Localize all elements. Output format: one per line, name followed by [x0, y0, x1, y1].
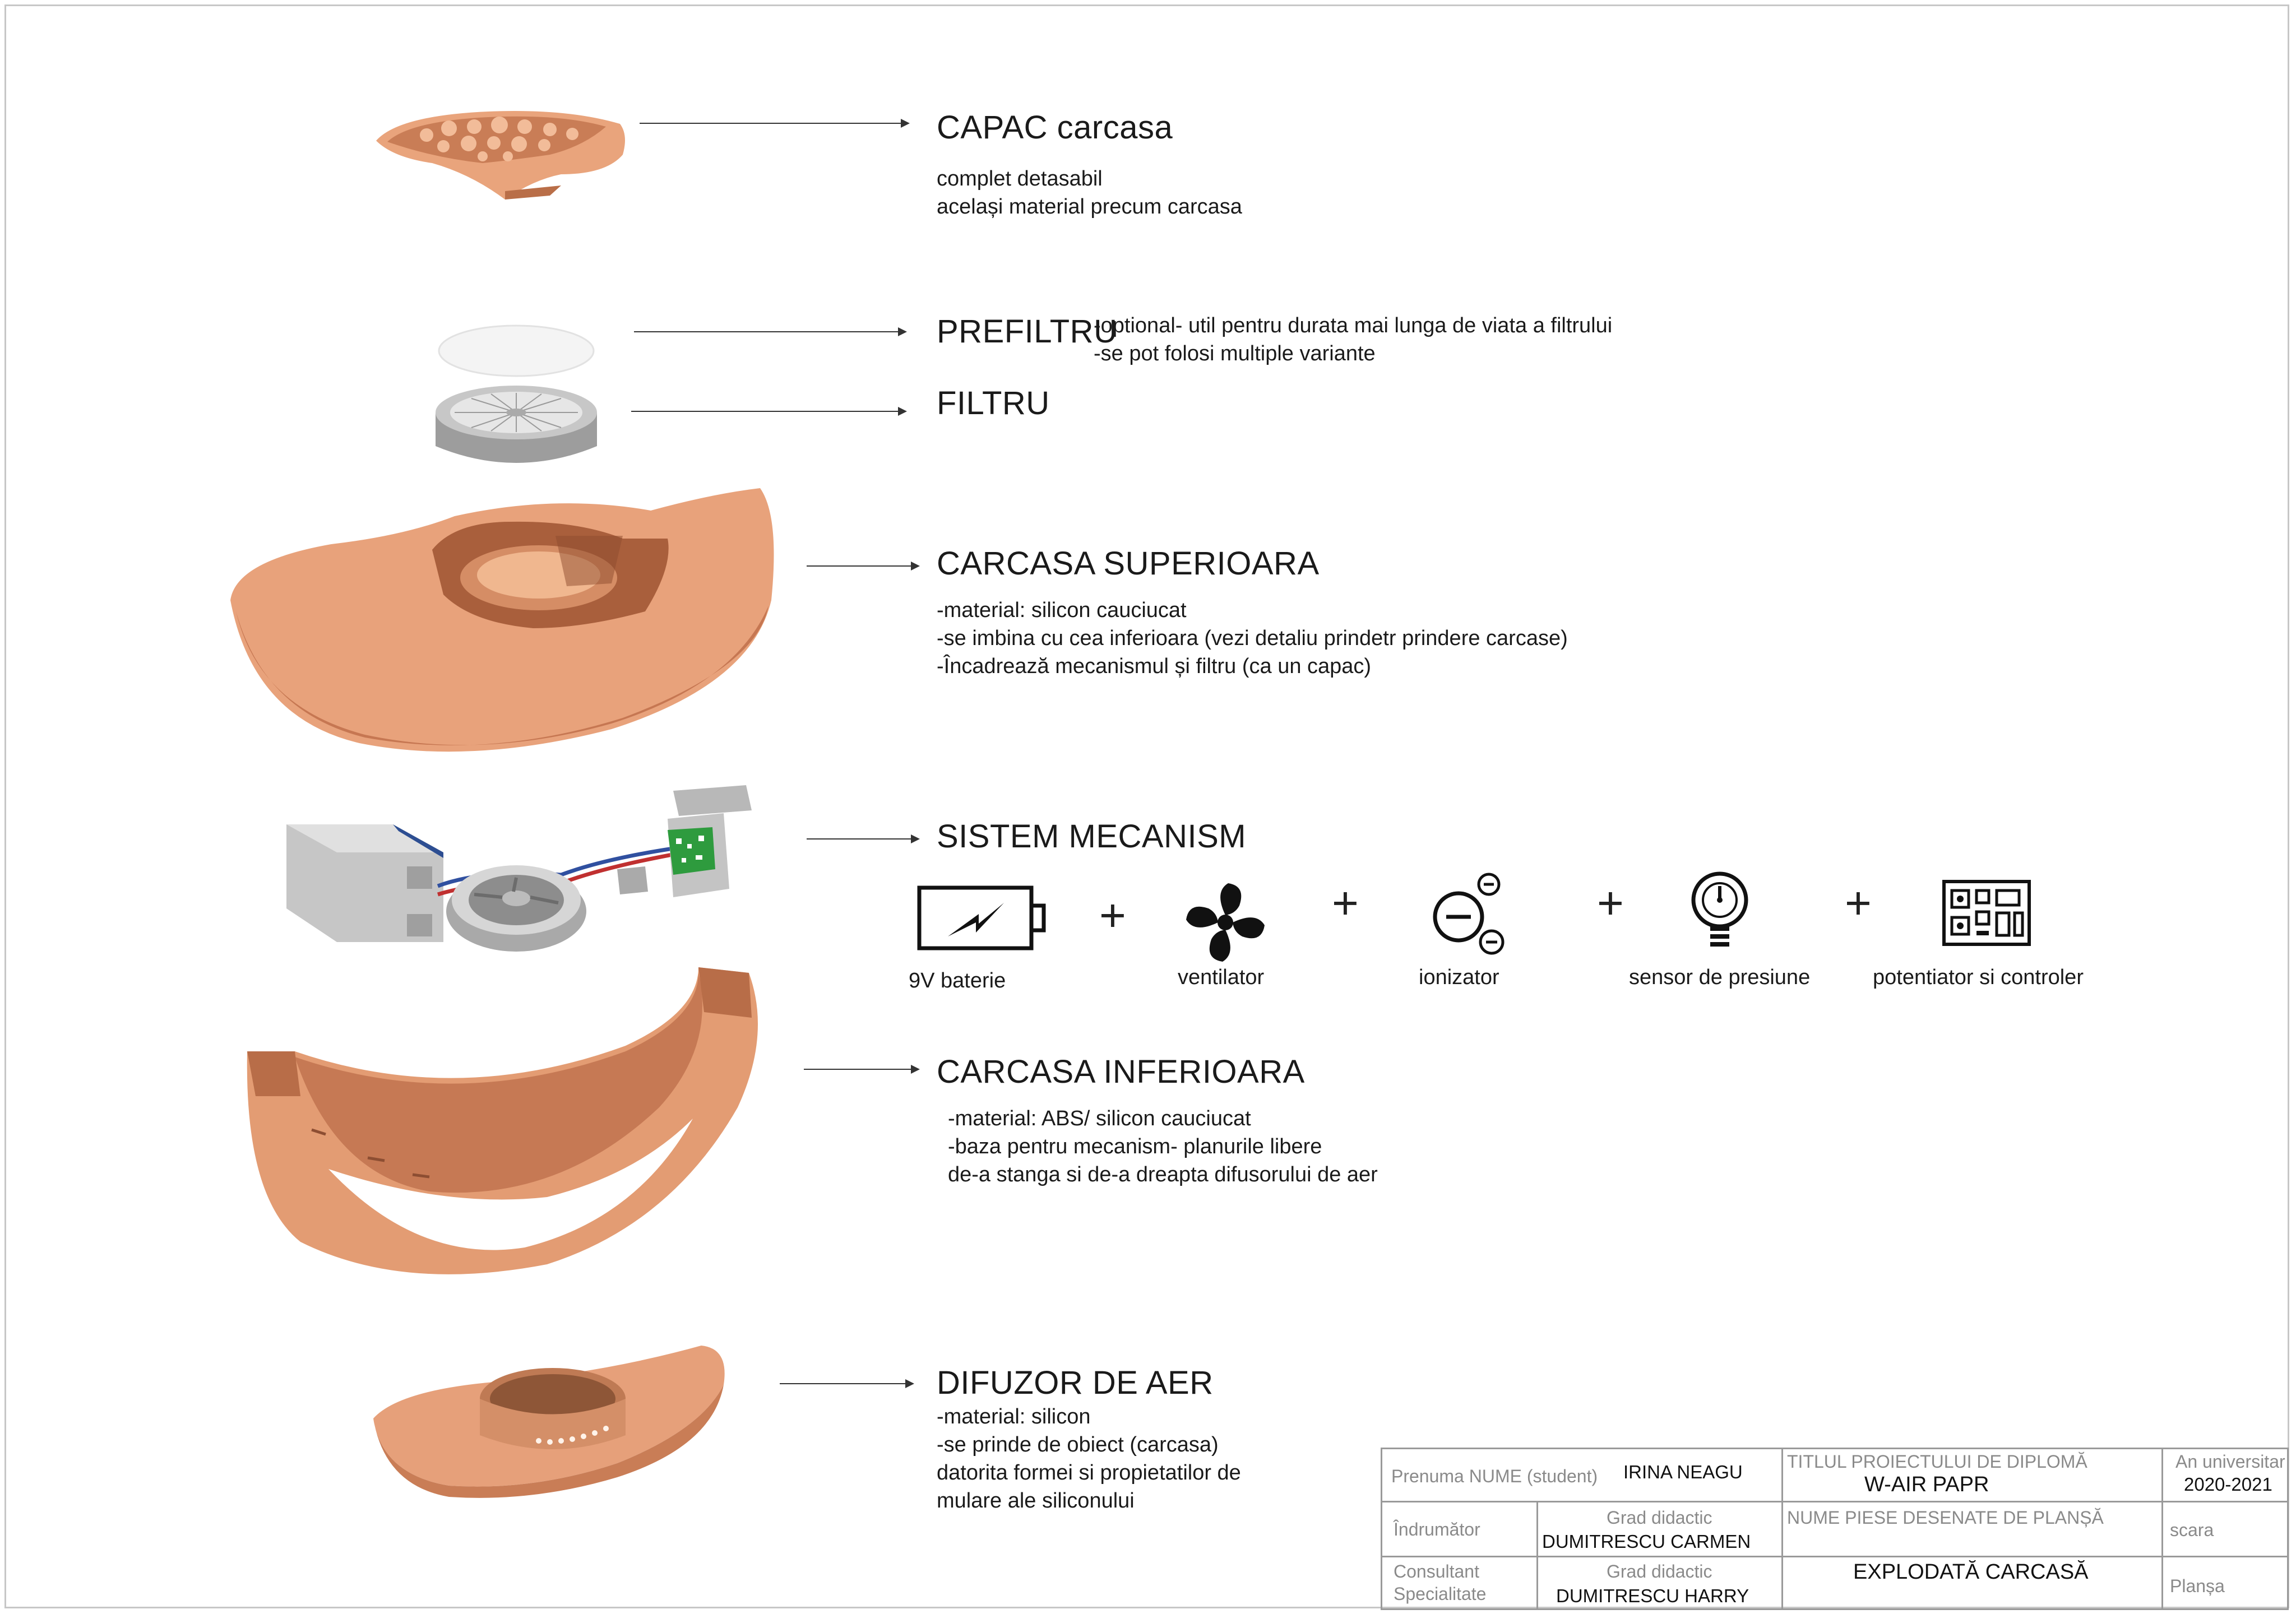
title-block: Prenuma NUME (student) IRINA NEAGU TITLU… — [1381, 1448, 2289, 1610]
sheet-label: Planșa — [2170, 1576, 2225, 1596]
arrow-sistem-mecanism — [807, 834, 920, 843]
part-desc-superioara-line-3: -Încadrează mecanismul și filtru (ca un … — [937, 655, 1372, 678]
plus-sign: + — [1099, 890, 1126, 941]
plus-sign: + — [1332, 878, 1359, 929]
part-desc-difuzor-line-3: datorita formei si propietatilor de — [937, 1461, 1241, 1485]
pressure-sensor-icon — [1691, 871, 1748, 947]
part-desc-superioara-line-1: -material: silicon cauciucat — [937, 599, 1187, 622]
project-title-label: TITLUL PROIECTULUI DE DIPLOMĂ — [1787, 1451, 2087, 1472]
part-desc-inferioara-line-3: de-a stanga si de-a dreapta difusorului … — [948, 1163, 1378, 1186]
arrow-carcasa-inferioara — [804, 1065, 920, 1074]
part-desc-inferioara-line-1: -material: ABS/ silicon cauciucat — [948, 1107, 1251, 1130]
part-desc-difuzor-line-1: -material: silicon — [937, 1405, 1091, 1429]
part-desc-inferioara-line-2: -baza pentru mecanism- planurile libere — [948, 1135, 1322, 1158]
arrow-capac — [640, 119, 910, 128]
part-title-capac: CAPAC carcasa — [937, 109, 1173, 146]
part-desc-capac-line-1: complet detasabil — [937, 167, 1103, 191]
carcasa-inferioara-illustration — [247, 967, 758, 1274]
plus-sign: + — [1597, 878, 1624, 929]
part-title-sistem-mecanism: SISTEM MECANISM — [937, 818, 1247, 855]
component-label-pressure-sensor: sensor de presiune — [1629, 966, 1811, 989]
advisor-label: Îndrumător — [1394, 1519, 1480, 1539]
fan-icon — [1186, 883, 1265, 962]
pieces-label: NUME PIESE DESENATE DE PLANȘĂ — [1787, 1508, 2104, 1528]
part-desc-difuzor-line-2: -se prinde de obiect (carcasa) — [937, 1433, 1219, 1457]
student-name: IRINA NEAGU — [1623, 1462, 1743, 1482]
part-desc-difuzor-line-4: mulare ale siliconului — [937, 1489, 1135, 1513]
plus-sign: + — [1845, 878, 1872, 929]
project-title: W-AIR PAPR — [1864, 1473, 1989, 1496]
specialty-label: Specialitate — [1394, 1584, 1487, 1604]
part-title-prefiltru: PREFILTRU — [937, 313, 1118, 350]
part-desc-prefiltru-line-1: -optional- util pentru durata mai lunga … — [1094, 314, 1613, 337]
difuzor-de-aer-illustration — [373, 1346, 725, 1498]
filtru-illustration — [436, 386, 597, 463]
student-label: Prenuma NUME (student) — [1391, 1466, 1598, 1486]
part-desc-capac-line-2: același material precum carcasa — [937, 195, 1242, 219]
scale-label: scara — [2170, 1520, 2214, 1540]
part-title-carcasa-superioara: CARCASA SUPERIOARA — [937, 545, 1320, 582]
battery-icon — [917, 885, 1046, 950]
pieces-value: EXPLODATĂ CARCASĂ — [1853, 1560, 2089, 1584]
part-desc-prefiltru-line-2: -se pot folosi multiple variante — [1094, 342, 1376, 365]
year-value: 2020-2021 — [2184, 1474, 2272, 1495]
arrow-difuzor — [780, 1379, 914, 1388]
component-label-ionizer: ionizator — [1419, 966, 1499, 989]
part-title-carcasa-inferioara: CARCASA INFERIOARA — [937, 1054, 1305, 1090]
part-title-difuzor: DIFUZOR DE AER — [937, 1365, 1214, 1401]
arrow-prefiltru — [634, 327, 907, 336]
ionizer-icon — [1433, 873, 1505, 955]
prefiltru-illustration — [438, 324, 595, 377]
component-label-battery: 9V baterie — [909, 969, 1006, 992]
arrow-filtru — [631, 407, 907, 416]
advisor-name: DUMITRESCU CARMEN — [1542, 1531, 1751, 1552]
consultant-grade-label: Grad didactic — [1607, 1561, 1712, 1581]
advisor-grade-label: Grad didactic — [1607, 1508, 1712, 1528]
component-label-controller: potentiator si controler — [1873, 966, 2084, 989]
part-desc-superioara-line-2: -se imbina cu cea inferioara (vezi detal… — [937, 627, 1568, 650]
consultant-label: Consultant — [1394, 1561, 1479, 1581]
consultant-name: DUMITRESCU HARRY — [1556, 1585, 1749, 1606]
carcasa-superioara-illustration — [230, 488, 774, 752]
circuit-board-icon — [1942, 880, 2031, 946]
drawing-sheet: CAPAC carcasa complet detasabil același … — [4, 4, 2289, 1610]
arrow-carcasa-superioara — [807, 562, 920, 571]
capac-carcasa-illustration — [376, 110, 625, 200]
year-label: An universitar — [2175, 1451, 2285, 1472]
component-label-fan: ventilator — [1178, 966, 1265, 989]
part-title-filtru: FILTRU — [937, 385, 1050, 421]
sistem-mecanism-illustration — [286, 785, 752, 952]
